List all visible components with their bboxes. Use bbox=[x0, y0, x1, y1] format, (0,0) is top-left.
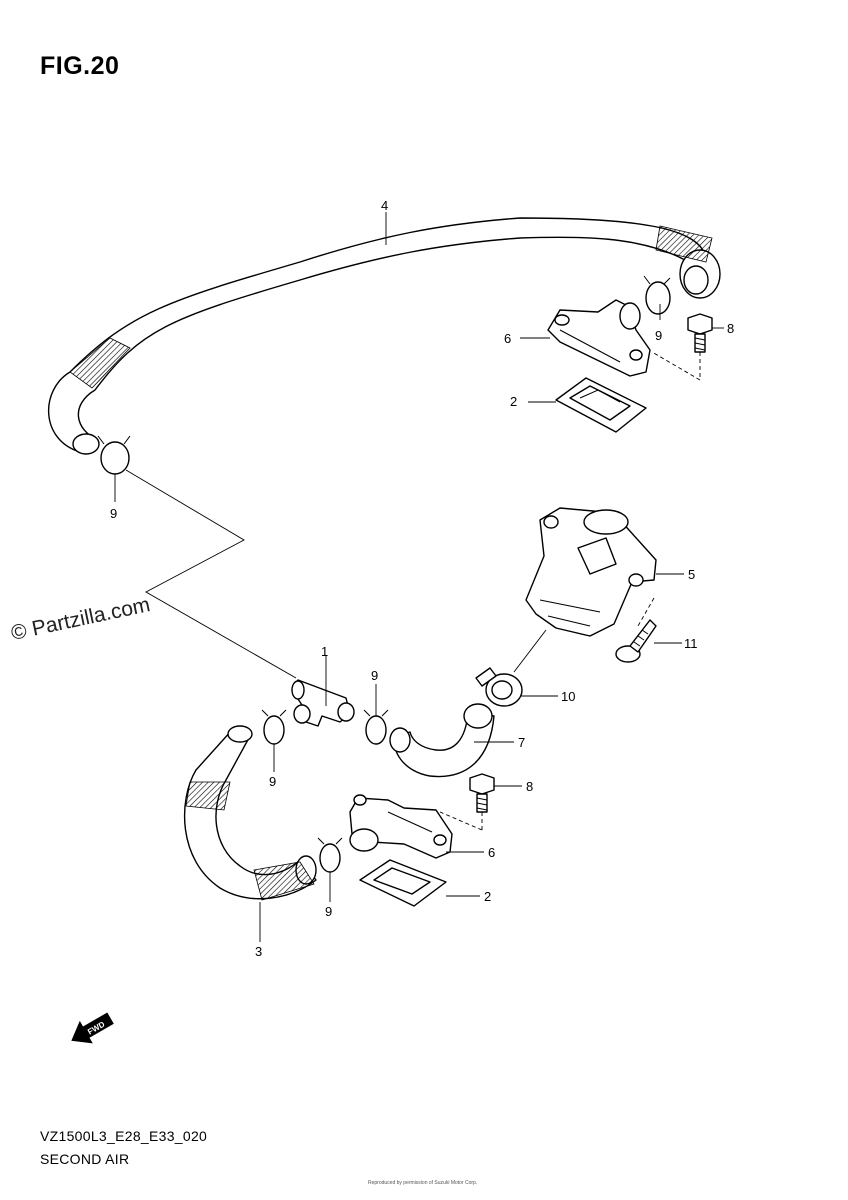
callout-2b: 2 bbox=[484, 889, 491, 904]
callout-6b: 6 bbox=[488, 845, 495, 860]
callout-4: 4 bbox=[381, 198, 388, 213]
hose-clamp-part-10 bbox=[475, 667, 523, 707]
reed-valve-part-2-upper bbox=[555, 377, 647, 433]
connection-line-upper-to-t-joint bbox=[125, 469, 297, 679]
reed-valve-part-2-lower bbox=[359, 859, 447, 907]
figure-name: SECOND AIR bbox=[40, 1151, 130, 1167]
forward-arrow-icon: FWD bbox=[71, 1012, 114, 1044]
callout-6a: 6 bbox=[504, 331, 511, 346]
callout-5: 5 bbox=[688, 567, 695, 582]
bolt-part-8-upper bbox=[651, 313, 713, 381]
pair-valve-part-5 bbox=[513, 507, 657, 673]
callout-9a: 9 bbox=[655, 328, 662, 343]
callout-9b: 9 bbox=[110, 506, 117, 521]
callout-leaders bbox=[114, 212, 724, 942]
bolt-part-8-lower bbox=[439, 773, 495, 831]
clamp-part-9-middle-left bbox=[261, 709, 287, 745]
reed-valve-cover-part-6-lower bbox=[349, 794, 453, 859]
callout-2a: 2 bbox=[510, 394, 517, 409]
callout-1: 1 bbox=[321, 644, 328, 659]
clamp-part-9-upper-right bbox=[643, 275, 671, 315]
callout-10: 10 bbox=[561, 689, 575, 704]
clamp-part-9-upper-left bbox=[97, 435, 131, 475]
hose-upper-part-4 bbox=[48, 217, 721, 455]
callout-9e: 9 bbox=[325, 904, 332, 919]
copyright-note: Reproduced by permission of Suzuki Motor… bbox=[368, 1180, 478, 1186]
lower-hose-part-3 bbox=[183, 725, 317, 901]
callout-9d: 9 bbox=[269, 774, 276, 789]
callout-9c: 9 bbox=[371, 668, 378, 683]
callout-11: 11 bbox=[684, 636, 698, 651]
screw-part-11 bbox=[615, 619, 657, 663]
t-joint-part-1 bbox=[291, 679, 355, 727]
callout-7: 7 bbox=[518, 735, 525, 750]
reed-valve-cover-part-6-upper bbox=[547, 299, 651, 377]
elbow-hose-part-7 bbox=[389, 703, 495, 778]
clamp-part-9-middle-right bbox=[363, 709, 389, 745]
figure-code: VZ1500L3_E28_E33_020 bbox=[40, 1128, 208, 1144]
figure-title: FIG.20 bbox=[40, 52, 120, 80]
callout-8a: 8 bbox=[727, 321, 734, 336]
clamp-part-9-lower bbox=[317, 837, 343, 873]
callout-3: 3 bbox=[255, 944, 262, 959]
callout-8b: 8 bbox=[526, 779, 533, 794]
